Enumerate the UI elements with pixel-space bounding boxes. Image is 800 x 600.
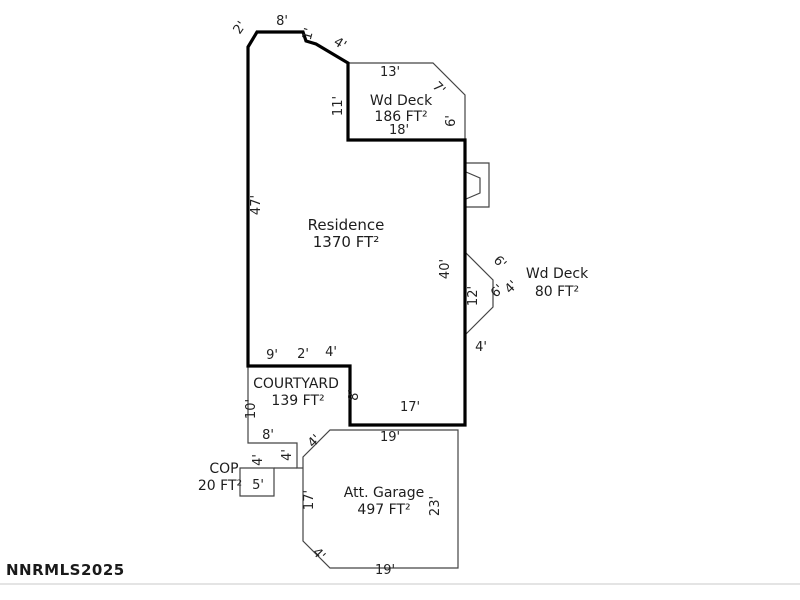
garage-label: Att. Garage <box>344 485 424 501</box>
dim-deck-11ft: 11' <box>331 96 346 116</box>
dim-deck-18ft: 18' <box>389 123 409 138</box>
dim-cop-4ft: 4' <box>251 454 266 466</box>
dim-deck-13ft: 13' <box>380 65 400 80</box>
covered-porch-area: 20 FT² <box>198 478 242 494</box>
courtyard-outline <box>247 366 303 469</box>
mls-watermark: NNRMLS2025 <box>6 561 125 579</box>
dim-rdeck-6ft-top: 6' <box>490 253 509 272</box>
wood-deck-top-outline <box>348 62 466 140</box>
residence-area: 1370 FT² <box>313 233 379 251</box>
dim-garage-17ft: 17' <box>302 490 317 510</box>
dim-right-40ft: 40' <box>438 259 453 279</box>
dim-step-4ft: 4' <box>280 449 295 461</box>
dim-cop-5ft: 5' <box>252 478 264 493</box>
dim-wall-4ft: 4' <box>475 340 487 355</box>
wood-deck-top-area: 186 FT² <box>374 109 427 125</box>
dim-garage-19ft-top: 19' <box>380 430 400 445</box>
dim-courtyard-8ft-bottom: 8' <box>262 428 274 443</box>
residence-label: Residence <box>308 216 385 234</box>
dim-top-4ft: 4' <box>331 35 349 54</box>
garage-area: 497 FT² <box>357 502 410 518</box>
covered-porch-label: COP <box>209 461 238 477</box>
fireplace-outline <box>466 162 490 208</box>
dim-courtyard-4ft: 4' <box>325 345 337 360</box>
dim-top-8ft: 8' <box>276 14 288 29</box>
dim-garage-4ft-topleft: 4' <box>305 432 324 451</box>
courtyard-area: 139 FT² <box>271 393 324 409</box>
fireplace-inner <box>465 171 481 200</box>
garage-outline <box>302 429 459 569</box>
wood-deck-right-area: 80 FT² <box>535 284 579 300</box>
dim-left-47ft: 47' <box>249 195 264 215</box>
dim-garage-4ft-bottomleft: 4' <box>309 545 328 564</box>
dim-courtyard-2ft: 2' <box>297 347 309 362</box>
dim-bottom-17ft: 17' <box>400 400 420 415</box>
residence-outline <box>246 30 467 427</box>
dim-courtyard-9ft: 9' <box>266 348 278 363</box>
dim-courtyard-10ft: 10' <box>244 399 259 419</box>
dim-deck-6ft: 6' <box>444 115 459 127</box>
dim-courtyard-8ft-vert: 8' <box>347 389 362 401</box>
dim-garage-19ft-bottom: 19' <box>375 563 395 578</box>
dim-top-1ft: 1' <box>300 26 318 41</box>
wood-deck-right-outline <box>464 251 494 336</box>
covered-porch-outline <box>239 467 275 497</box>
courtyard-label: COURTYARD <box>253 376 339 392</box>
dim-top-2ft: 2' <box>231 19 250 37</box>
wood-deck-right-label: Wd Deck <box>526 266 589 282</box>
wood-deck-top-label: Wd Deck <box>370 93 433 109</box>
dim-garage-23ft: 23' <box>428 496 443 516</box>
dim-rdeck-12ft: 12' <box>466 286 481 306</box>
